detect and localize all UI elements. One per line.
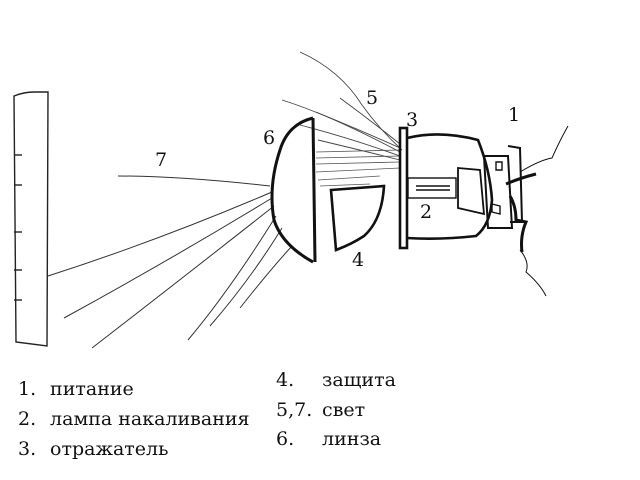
legend-item: 5,7. свет	[276, 399, 365, 421]
light-rays-to-screen	[47, 175, 293, 349]
bulb	[407, 167, 486, 216]
callout-reflector: 3	[406, 109, 418, 131]
callout-power: 1	[508, 104, 520, 126]
legend-text: питание	[50, 378, 134, 400]
legend-number: 2.	[18, 408, 37, 430]
legend-text: линза	[322, 428, 382, 450]
legend-number: 5,7.	[276, 399, 313, 421]
legend-item: 6. линза	[276, 428, 381, 450]
legend-number: 6.	[276, 428, 295, 450]
callout-light-top: 5	[366, 87, 378, 109]
legend-text: отражатель	[50, 438, 169, 460]
legend-text: защита	[322, 369, 396, 391]
light-rays-top	[281, 51, 403, 161]
inner-beam	[315, 149, 401, 187]
shield	[329, 184, 386, 252]
legend-item: 4. защита	[276, 369, 396, 391]
callout-light-beam: 7	[155, 149, 167, 171]
callout-shield: 4	[352, 249, 364, 271]
legend-item: 3. отражатель	[18, 438, 168, 460]
legend-number: 1.	[18, 378, 37, 400]
callout-lens: 6	[263, 127, 275, 149]
legend-number: 4.	[276, 369, 295, 391]
lens	[270, 116, 317, 264]
callout-bulb: 2	[420, 201, 432, 223]
legend-item: 2. лампа накаливания	[18, 408, 250, 430]
legend-text: лампа накаливания	[50, 408, 250, 430]
screen-wall	[13, 91, 49, 347]
reflector	[398, 126, 494, 250]
legend-text: свет	[322, 399, 366, 421]
power-connector	[482, 145, 524, 229]
legend-item: 1. питание	[18, 378, 134, 400]
power-wires	[505, 125, 569, 297]
legend-number: 3.	[18, 438, 37, 460]
